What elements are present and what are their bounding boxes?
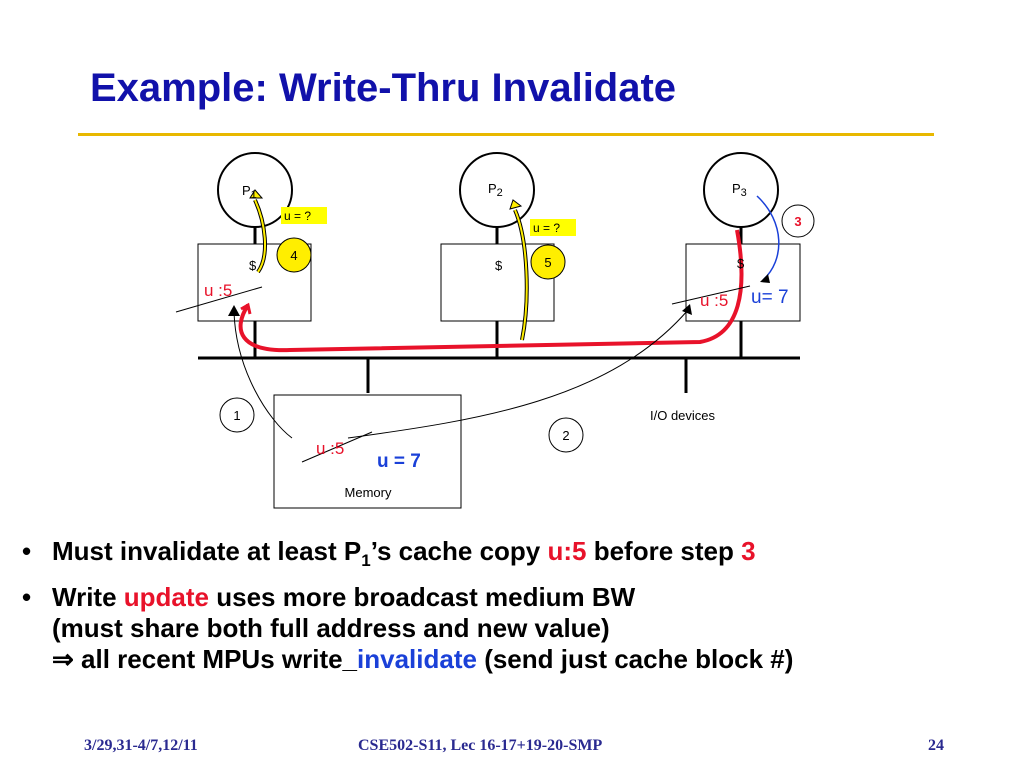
memory-label: Memory — [345, 485, 392, 500]
step-2-marker — [548, 417, 584, 453]
cache-2-label: $ — [495, 258, 503, 273]
bullet-1: • Must invalidate at least P1’s cache co… — [22, 536, 756, 571]
p1-cache-value: u :5 — [204, 281, 232, 300]
bullet-dot: • — [22, 536, 32, 566]
highlight-invalidate: invalidate — [357, 644, 477, 675]
svg-text:3: 3 — [794, 214, 801, 229]
bullet-dot: • — [22, 582, 32, 613]
bullet-list: • Must invalidate at least P1’s cache co… — [22, 536, 793, 681]
processor-1-label: P1 — [242, 183, 257, 201]
implies-arrow-icon: ⇒ — [52, 644, 74, 675]
highlight-update: update — [123, 582, 209, 613]
footer-dates: 3/29,31-4/7,12/11 — [84, 737, 198, 754]
memory-old-value: u :5 — [316, 439, 344, 458]
cache-3-label: $ — [737, 256, 745, 271]
processor-3-label: P3 — [732, 181, 747, 199]
step-3-write-path — [238, 229, 744, 353]
processor-2-label: P2 — [488, 181, 503, 199]
svg-text:4: 4 — [290, 248, 297, 263]
p2-query-tag: u = ? — [533, 221, 560, 235]
title-underline — [78, 133, 934, 136]
p3-cache-old-value: u :5 — [700, 291, 728, 310]
cache-1-label: $ — [249, 258, 257, 273]
footer-course: CSE502-S11, Lec 16-17+19-20-SMP — [358, 737, 603, 754]
step-1-path — [233, 311, 293, 439]
step-5-marker — [530, 244, 566, 280]
io-devices-label: I/O devices — [650, 408, 716, 423]
svg-text:1: 1 — [233, 408, 240, 423]
step-3-marker — [781, 204, 815, 238]
p3-cache-new-value: u= 7 — [751, 287, 789, 308]
memory-box — [273, 394, 462, 509]
highlight-u5: u:5 — [547, 536, 587, 566]
footer-page-number: 24 — [928, 737, 944, 754]
step-4-marker — [276, 237, 312, 273]
svg-text:5: 5 — [544, 255, 551, 270]
highlight-step-3: 3 — [741, 536, 756, 566]
bullet-2-line-2: (must share both full address and new va… — [52, 613, 610, 644]
step-2-path — [347, 309, 689, 439]
step-1-marker — [219, 397, 255, 433]
bullet-2: • Write update uses more broadcast mediu… — [22, 582, 794, 675]
memory-new-value: u = 7 — [377, 451, 421, 472]
p1-query-tag: u = ? — [284, 209, 311, 223]
svg-text:2: 2 — [562, 428, 569, 443]
p3-write-arrow — [756, 195, 780, 281]
slide-title: Example: Write-Thru Invalidate — [90, 66, 677, 110]
